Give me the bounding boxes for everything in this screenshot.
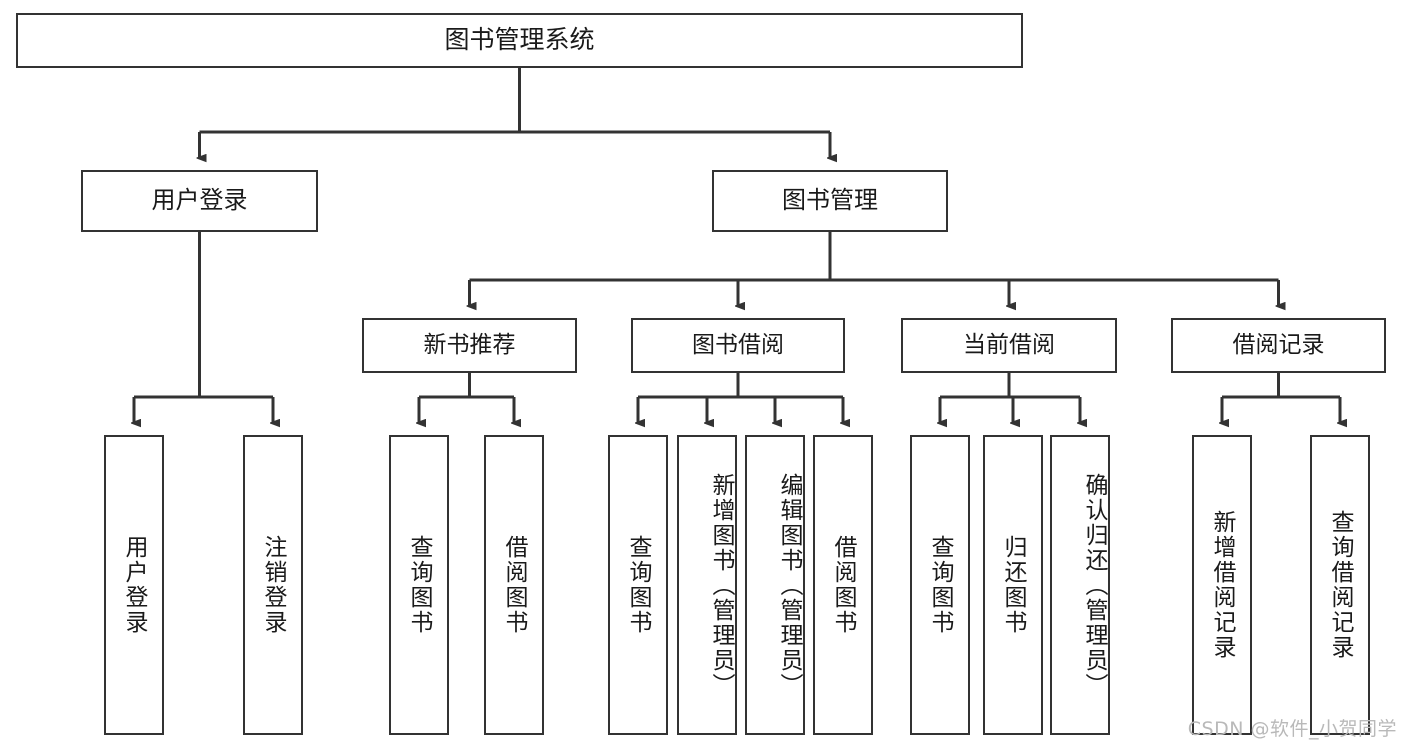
node-label: 借阅图书	[830, 535, 857, 635]
node-user-login[interactable]: 用户登录	[81, 170, 318, 232]
node-leaf-query-books-recommend[interactable]: 查询图书	[389, 435, 449, 735]
node-leaf-user-login[interactable]: 用户登录	[104, 435, 164, 735]
node-label: 查询图书	[927, 535, 954, 635]
node-borrow-record[interactable]: 借阅记录	[1171, 318, 1386, 373]
node-leaf-add-book[interactable]: 新增图书（管理员）	[677, 435, 737, 735]
node-label: 查询借阅记录	[1327, 510, 1354, 660]
node-label: 借阅记录	[1232, 332, 1325, 359]
node-leaf-return-book[interactable]: 归还图书	[983, 435, 1043, 735]
node-leaf-query-books-borrow[interactable]: 查询图书	[608, 435, 668, 735]
node-root[interactable]: 图书管理系统	[16, 13, 1023, 68]
node-leaf-query-borrow-record[interactable]: 查询借阅记录	[1310, 435, 1370, 735]
node-label: 新增借阅记录	[1209, 510, 1236, 660]
node-new-book-recommend[interactable]: 新书推荐	[362, 318, 577, 373]
node-book-borrow[interactable]: 图书借阅	[631, 318, 845, 373]
node-current-borrow[interactable]: 当前借阅	[901, 318, 1117, 373]
node-leaf-user-logout[interactable]: 注销登录	[243, 435, 303, 735]
node-label: 新书推荐	[423, 332, 516, 359]
node-book-management[interactable]: 图书管理	[712, 170, 948, 232]
node-label: 新增图书（管理员）	[708, 472, 734, 698]
node-leaf-add-borrow-record[interactable]: 新增借阅记录	[1192, 435, 1252, 735]
watermark-text: CSDN @软件_小贺同学	[1187, 718, 1397, 740]
node-label: 用户登录	[121, 535, 148, 635]
node-leaf-borrow-books-recommend[interactable]: 借阅图书	[484, 435, 544, 735]
node-leaf-query-books-current[interactable]: 查询图书	[910, 435, 970, 735]
node-leaf-borrow-book[interactable]: 借阅图书	[813, 435, 873, 735]
node-label: 确认归还（管理员）	[1081, 472, 1107, 698]
node-label: 图书管理系统	[444, 25, 595, 55]
node-label: 编辑图书（管理员）	[776, 472, 802, 698]
node-label: 图书借阅	[692, 332, 784, 359]
node-label: 用户登录	[151, 186, 248, 215]
node-label: 图书管理	[782, 186, 878, 215]
node-label: 查询图书	[625, 535, 652, 635]
node-leaf-confirm-return[interactable]: 确认归还（管理员）	[1050, 435, 1110, 735]
node-label: 归还图书	[1000, 535, 1027, 635]
node-label: 注销登录	[260, 535, 287, 635]
node-label: 借阅图书	[501, 535, 528, 635]
node-label: 当前借阅	[963, 332, 1055, 359]
node-label: 查询图书	[406, 535, 433, 635]
node-leaf-edit-book[interactable]: 编辑图书（管理员）	[745, 435, 805, 735]
